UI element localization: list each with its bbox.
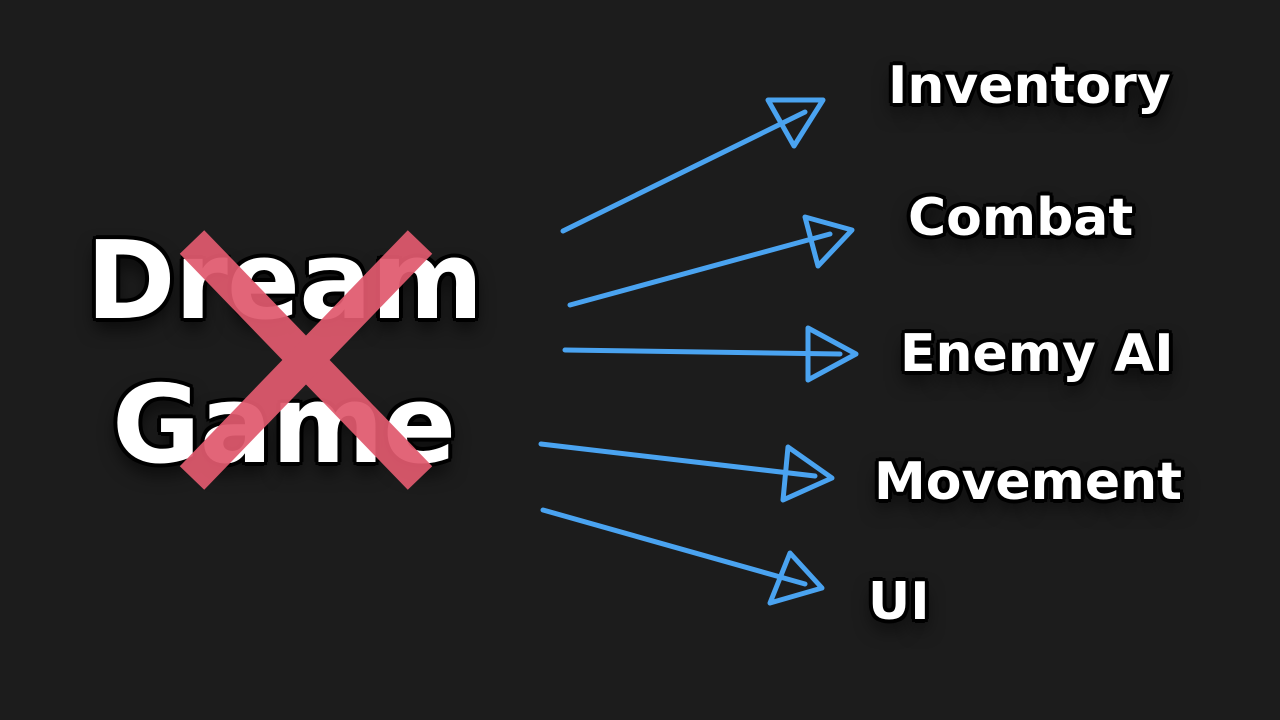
arrow-right-icon: [540, 507, 825, 606]
arrow-right-icon: [560, 97, 826, 234]
label-inventory: Inventory: [888, 56, 1171, 116]
arrow-right-icon: [538, 441, 835, 503]
label-movement: Movement: [874, 452, 1182, 512]
arrow-right-icon: [567, 214, 855, 308]
arrow-right-icon: [562, 325, 859, 383]
label-enemy-ai: Enemy AI: [900, 324, 1174, 384]
label-combat: Combat: [908, 188, 1134, 248]
label-ui: UI: [868, 572, 930, 632]
